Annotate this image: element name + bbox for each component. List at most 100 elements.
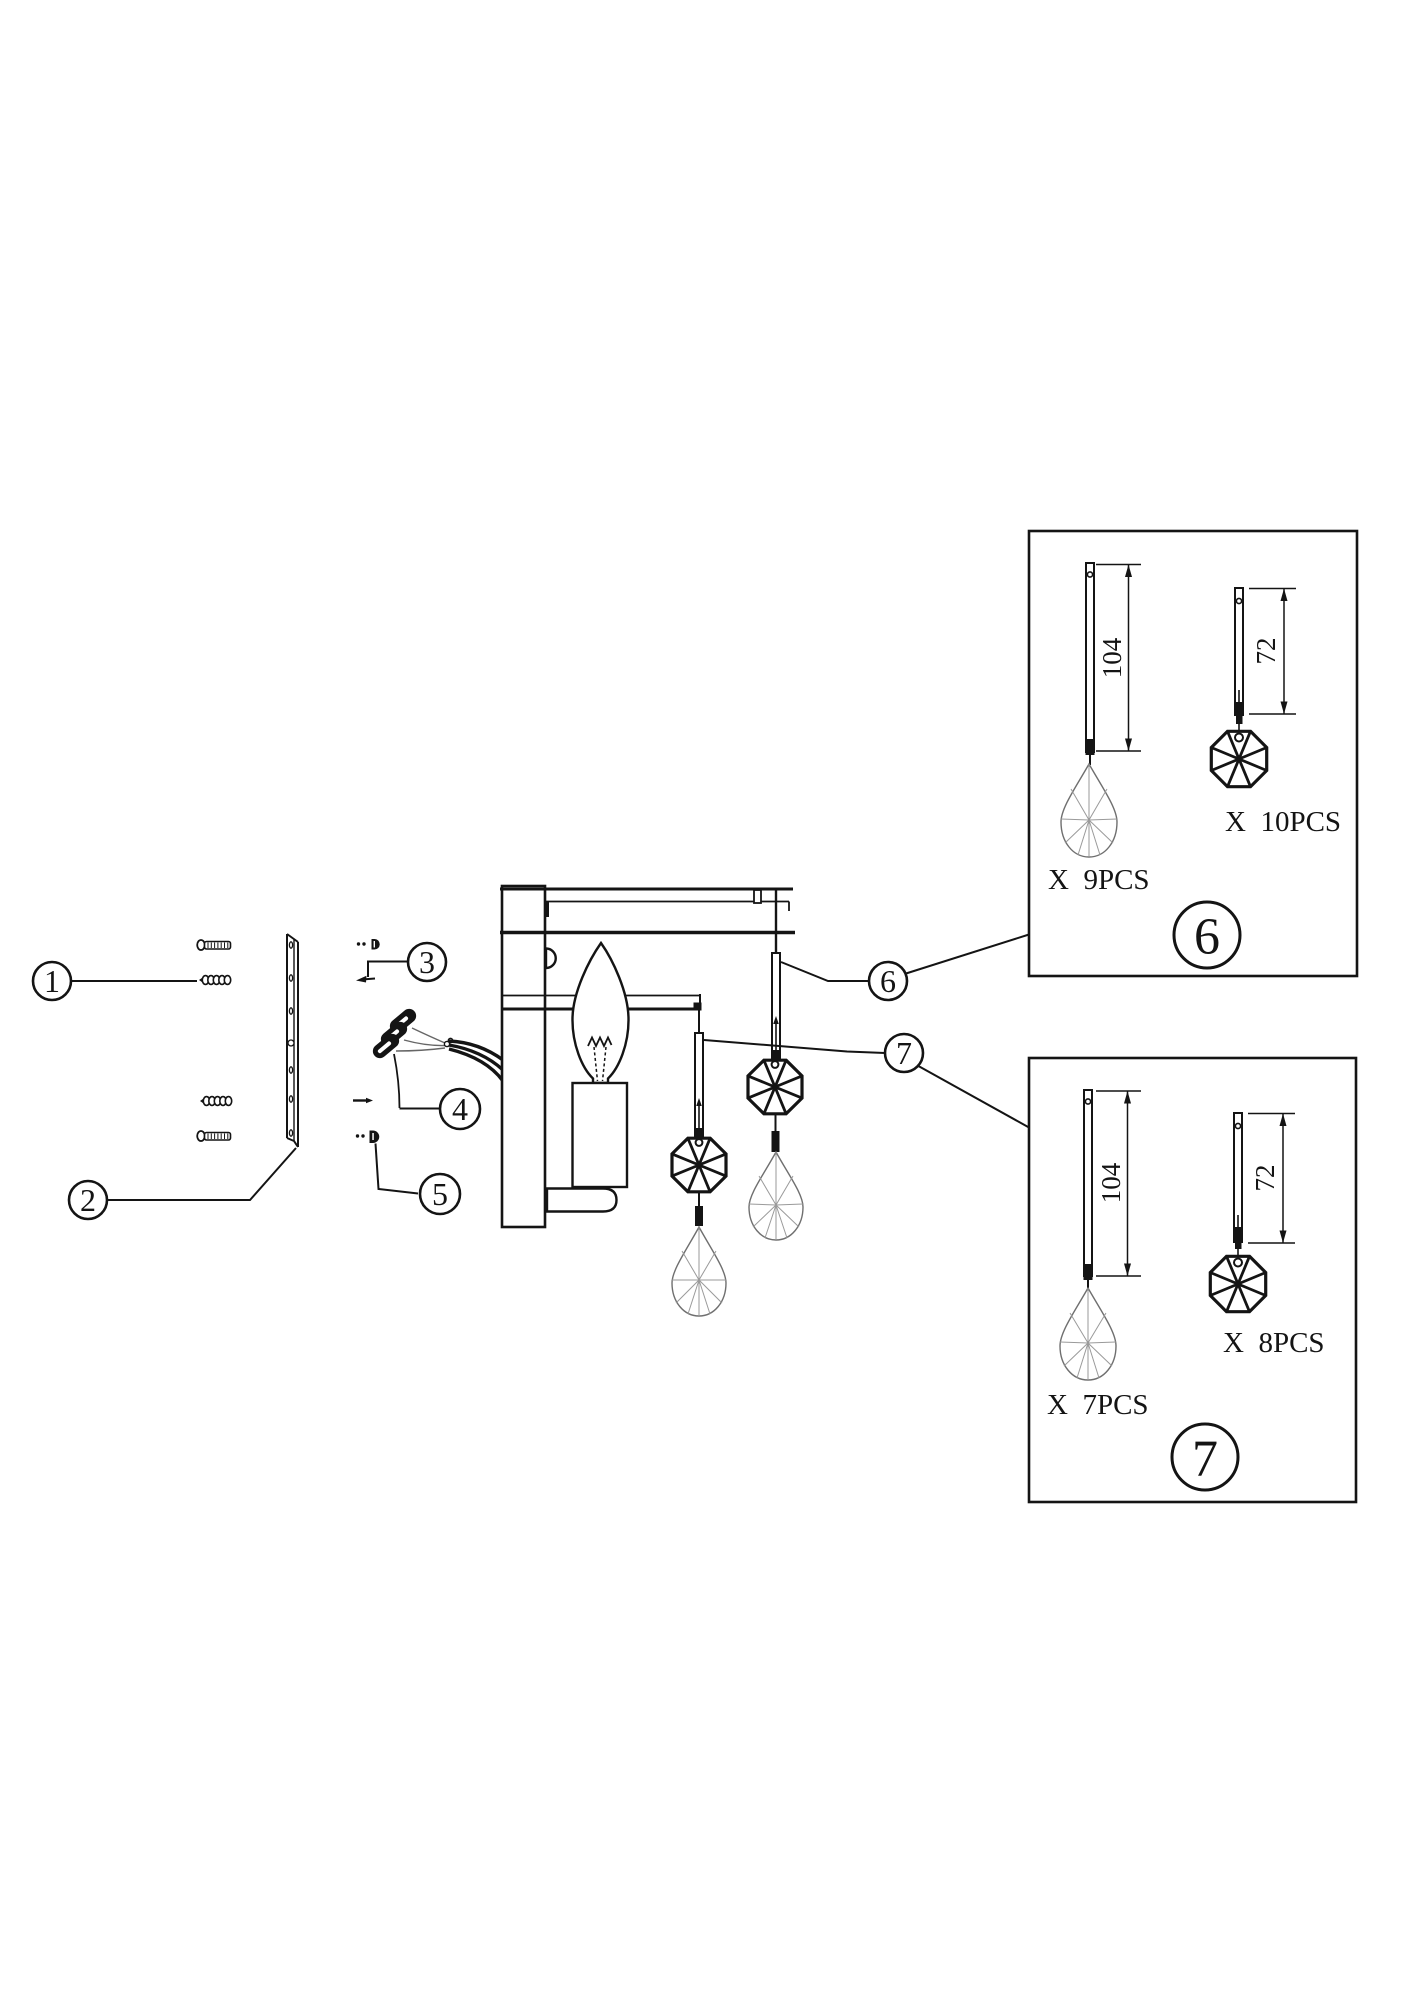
screw-dot: [361, 1134, 365, 1138]
octagon-hole: [770, 1060, 780, 1069]
leader-line: [703, 1039, 886, 1054]
dim-arrow: [1280, 701, 1288, 714]
dim-arrow: [1125, 738, 1132, 751]
octagon-hole: [1234, 732, 1244, 743]
wall-anchor-bottom-icon: [200, 1095, 233, 1107]
bracket-hole: [288, 1066, 294, 1074]
qty-label-10pcs: X 10PCS: [1225, 806, 1341, 838]
bracket-center-hole: [287, 1039, 295, 1047]
pin-tip: [696, 1098, 702, 1106]
leader-line: [107, 1147, 297, 1201]
rod-hole: [1234, 1122, 1242, 1130]
callout-circle-7: [883, 1032, 925, 1074]
pin-tip: [366, 1097, 373, 1104]
crimp-clip: [1236, 702, 1243, 724]
bracket-hole: [288, 974, 294, 982]
callout-label-2: 2: [80, 1182, 96, 1218]
dim-arrow: [1124, 1263, 1131, 1276]
crimp-clip: [1235, 1227, 1242, 1249]
bulb-filament: [587, 1035, 613, 1049]
callout-7: 7: [703, 1032, 1030, 1129]
dim-label-104: 104: [1096, 1162, 1126, 1203]
pendant-rod: [1083, 1089, 1093, 1277]
clip-part-3: [356, 960, 408, 983]
callout-circle-1: [31, 960, 73, 1002]
hanger-block: [753, 889, 762, 904]
screw-threads: [207, 1133, 229, 1139]
dimension-104: 104: [1096, 1090, 1141, 1277]
callout-label-5: 5: [432, 1176, 448, 1212]
wall-anchor-top-icon: [199, 974, 232, 986]
teardrop-facets: [1060, 764, 1118, 857]
callout-label-3: 3: [419, 944, 435, 980]
small-screw-3-icon: [356, 939, 380, 950]
screw-head: [196, 939, 206, 951]
callout-label-7: 7: [896, 1035, 912, 1071]
dim-arrow: [1280, 588, 1288, 601]
dim-arrow: [1279, 1230, 1287, 1243]
lamp-bottom-arm: [545, 1187, 618, 1213]
octagon-facets: [671, 1137, 727, 1193]
dim-label-72: 72: [1251, 638, 1281, 665]
rod-hole: [1235, 597, 1243, 605]
lamp-top-arm: [500, 887, 795, 935]
wire-nut-highlight: [377, 1041, 392, 1054]
detail-box-frame: [1027, 529, 1359, 978]
screw-dot: [355, 1134, 360, 1138]
dimension-104: 104: [1096, 563, 1141, 752]
screw-dot: [356, 942, 361, 946]
bracket-hole: [288, 941, 294, 949]
callout-circle-4: [438, 1087, 482, 1131]
mounting-screw-bottom-icon: [196, 1130, 232, 1142]
octagon-facets: [1210, 730, 1268, 788]
pendant-drop-6: [746, 889, 804, 1241]
teardrop-facets: [1059, 1288, 1117, 1380]
detail-box-6: 104 X 9PCS 72 X 10PCS 6: [1027, 529, 1359, 978]
pin-tip: [773, 1016, 779, 1024]
wires-thick: [448, 1039, 505, 1083]
anchor-rib: [223, 974, 232, 986]
wire-strands-thin: [395, 1027, 446, 1052]
box-label-7: 7: [1192, 1431, 1218, 1488]
crimp-clip: [771, 1131, 780, 1152]
screw-head-side: [369, 1130, 380, 1143]
hanger-block: [693, 1002, 702, 1011]
callout-circle-6: [867, 960, 909, 1002]
callout-label-6: 6: [880, 963, 896, 999]
crimp-clip: [695, 1206, 703, 1226]
bracket-hole: [288, 1129, 294, 1137]
leader-line: [374, 1143, 419, 1195]
dim-arrow: [1279, 1113, 1287, 1126]
callout-2: 2: [67, 1147, 297, 1221]
leader-line: [361, 960, 408, 981]
mounting-screw-top-icon: [196, 939, 232, 951]
callout-1: 1: [31, 960, 197, 1002]
dim-label-72: 72: [1250, 1165, 1280, 1192]
dimension-72: 72: [1248, 1112, 1295, 1244]
callout-circle-2: [67, 1179, 109, 1221]
screw-threads: [207, 942, 229, 948]
bulb-glass: [571, 940, 630, 1085]
wire-nut: [372, 1033, 400, 1059]
box-label-circle-7: [1170, 1422, 1240, 1492]
mounting-bracket: [286, 933, 299, 1148]
box-label-circle-6: [1172, 900, 1242, 970]
qty-label-7pcs: X 7PCS: [1047, 1389, 1149, 1421]
teardrop-facets: [672, 1227, 726, 1316]
lamp-fixture: [500, 884, 795, 1229]
qty-label-9pcs: X 9PCS: [1048, 864, 1150, 896]
callout-circle-3: [406, 941, 448, 983]
callout-4: 4: [393, 1053, 482, 1131]
dim-arrow: [1124, 1091, 1131, 1104]
leader-line: [917, 1064, 1030, 1129]
anchor-rib: [224, 1095, 233, 1107]
detail-box-7: 104 X 7PCS 72 X 8PCS 7: [1027, 1056, 1358, 1504]
screw-slot: [373, 941, 375, 948]
candle-bulb: [571, 940, 630, 1085]
callout-3: 3: [406, 941, 448, 983]
filament-leads: [593, 1046, 607, 1082]
callout-circle-5: [418, 1172, 462, 1216]
qty-label-8pcs: X 8PCS: [1223, 1327, 1325, 1359]
